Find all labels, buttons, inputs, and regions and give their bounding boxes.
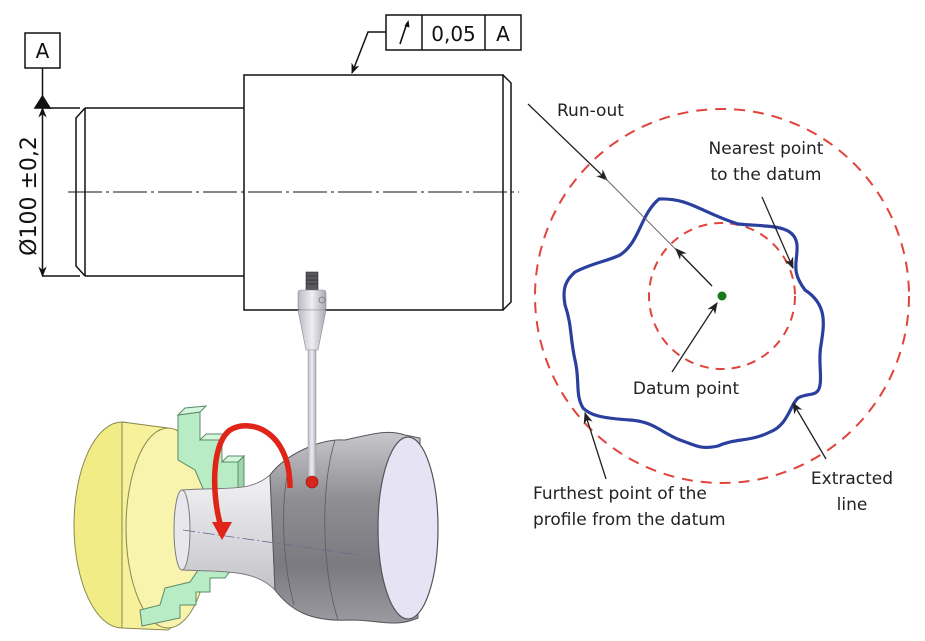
run-out-label: Run-out [557,101,624,121]
diameter-dimension-text: Ø100 ±0,2 [17,136,42,256]
nearest-point-label-1: Nearest point [709,139,824,159]
extracted-profile-line [562,197,825,450]
engineering-drawing [24,14,522,311]
nearest-point-leader [761,196,794,270]
workpiece-seam-2 [324,439,339,621]
extracted-line-label-1: Extracted [811,469,893,489]
fcf-datum-reference: A [496,22,510,46]
lathe-illustration [73,271,439,631]
inner-tolerance-circle [648,222,796,370]
datum-point-leader [671,302,718,373]
furthest-point-label-2: profile from the datum [533,510,726,530]
extracted-line-label-2: line [837,495,868,515]
furthest-point-leader [583,411,607,480]
extracted-line-leader [792,401,827,460]
probe-tip [305,475,319,489]
rotation-arrowhead [212,522,232,540]
shaft-large-diameter [243,74,504,311]
rotation-arrow-icon [211,423,293,531]
datum-triangle-icon [33,94,52,109]
runout-diagram: Run-out Nearest point to the datum Datum… [527,101,910,530]
workpiece-axis [182,529,361,556]
furthest-point-label-1: Furthest point of the [533,484,707,504]
datum-point-label: Datum point [633,379,740,399]
run-out-inner-arrow [675,248,713,287]
shaft-small-diameter [75,107,244,277]
fcf-leader [351,31,386,74]
datum-label: A [36,39,50,63]
circular-runout-arrow-icon [399,20,410,45]
dial-probe [297,271,327,489]
run-out-leader [527,103,608,181]
workpiece-end-face [377,436,439,620]
neck-end [173,489,191,571]
fcf-tolerance-value: 0,05 [431,22,476,46]
datum-point-dot [717,291,727,301]
outer-tolerance-circle [534,108,910,484]
nearest-point-label-2: to the datum [711,165,822,185]
